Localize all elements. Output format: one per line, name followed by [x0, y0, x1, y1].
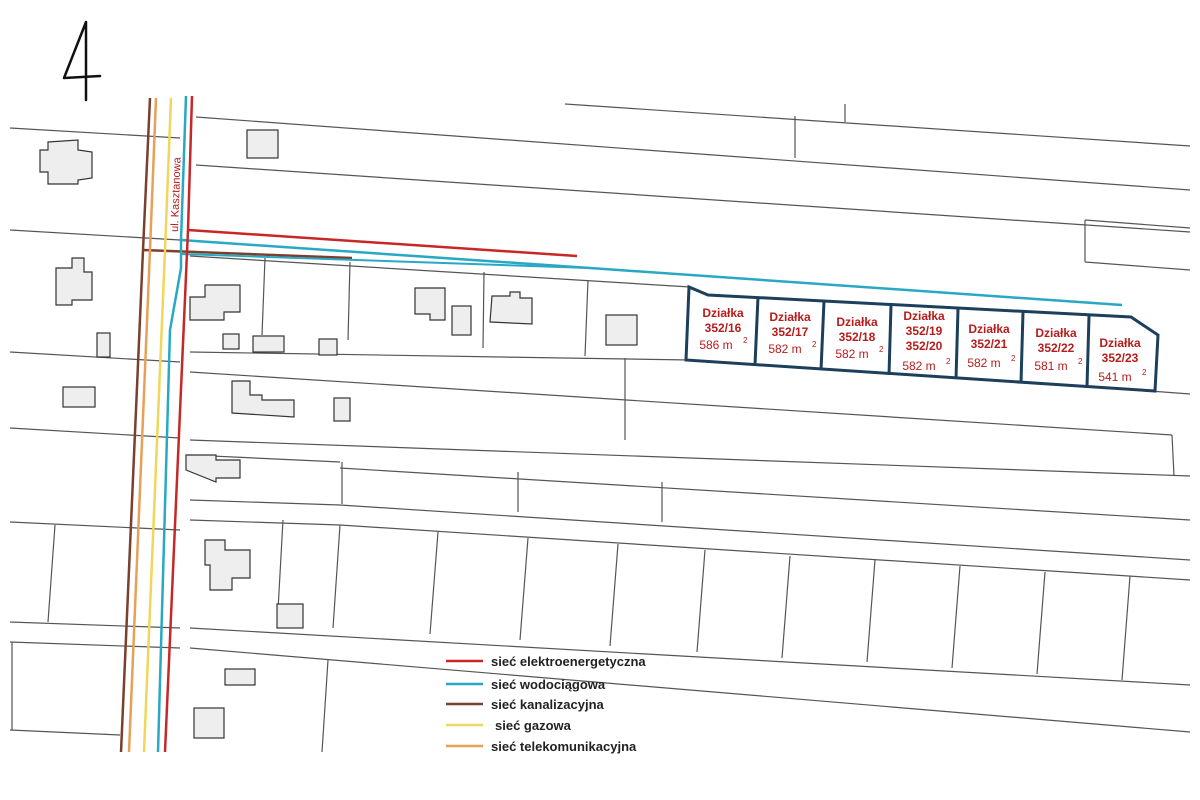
plot-area: 541 m	[1098, 370, 1131, 384]
cadastral-lines	[9, 103, 1191, 753]
plot-area: 586 m	[699, 338, 732, 352]
plot-area-sup: 2	[946, 357, 951, 366]
plot-352-19-20[interactable]: Działka 352/19 352/20 582 m 2	[902, 309, 951, 373]
legend-label-electric: sieć elektroenergetyczna	[491, 654, 646, 669]
plots-outline	[684, 284, 1160, 393]
plot-area: 582 m	[967, 356, 1000, 370]
plots-group: Działka 352/16 586 m 2 Działka 352/17 58…	[684, 284, 1160, 393]
sheet-number-text: 4	[0, 0, 1, 1]
plot-title: Działka	[769, 310, 811, 324]
gas-line-vertical	[142, 97, 173, 753]
plot-352-18[interactable]: Działka 352/18 582 m 2	[835, 315, 884, 361]
plot-area-sup: 2	[1011, 354, 1016, 363]
plot-number: 352/22	[1038, 341, 1075, 355]
plot-area: 582 m	[835, 347, 868, 361]
plot-title: Działka	[836, 315, 878, 329]
plot-352-23[interactable]: Działka 352/23 541 m 2	[1098, 336, 1147, 384]
plot-number: 352/23	[1102, 351, 1139, 365]
plot-area-sup: 2	[1142, 368, 1147, 377]
water-line-branch-2	[180, 253, 591, 269]
street-label: ul. Kasztanowa	[169, 156, 184, 232]
plot-area-sup: 2	[812, 340, 817, 349]
plot-352-17[interactable]: Działka 352/17 582 m 2	[768, 310, 817, 356]
plot-352-16[interactable]: Działka 352/16 586 m 2	[699, 306, 748, 352]
sheet-number: 4	[0, 0, 102, 102]
plot-title: Działka	[1099, 336, 1141, 350]
plot-title: Działka	[702, 306, 744, 320]
plot-title: Działka	[903, 309, 945, 323]
legend-item-telecom: sieć telekomunikacyjna	[446, 739, 637, 754]
plot-number: 352/18	[839, 330, 876, 344]
legend-item-sewer: sieć kanalizacyjna	[446, 697, 605, 712]
legend-label-water: sieć wodociągowa	[491, 677, 606, 692]
water-line-branch	[180, 238, 1123, 307]
plot-area-sup: 2	[743, 336, 748, 345]
plot-number-2: 352/20	[906, 339, 943, 353]
legend-label-telecom: sieć telekomunikacyjna	[491, 739, 637, 754]
plot-title: Działka	[968, 322, 1010, 336]
sewer-line-vertical	[119, 97, 152, 753]
legend-label-gas: sieć gazowa	[495, 718, 572, 733]
plot-number: 352/17	[772, 325, 809, 339]
plot-area-sup: 2	[1078, 357, 1083, 366]
utility-lines	[119, 95, 1123, 753]
legend-item-water: sieć wodociągowa	[446, 677, 606, 692]
legend-item-gas: sieć gazowa	[446, 718, 572, 733]
plot-number: 352/21	[971, 337, 1008, 351]
plot-area: 582 m	[902, 359, 935, 373]
plot-area-sup: 2	[879, 345, 884, 354]
plot-number: 352/19	[906, 324, 943, 338]
legend: sieć elektroenergetyczna sieć wodociągow…	[446, 654, 646, 754]
buildings	[39, 129, 638, 739]
plot-number: 352/16	[705, 321, 742, 335]
legend-label-sewer: sieć kanalizacyjna	[491, 697, 605, 712]
plot-area: 581 m	[1034, 359, 1067, 373]
telecom-line-vertical	[127, 97, 158, 753]
plot-352-22[interactable]: Działka 352/22 581 m 2	[1034, 326, 1083, 373]
water-line-vertical	[156, 95, 188, 753]
plot-area: 582 m	[768, 342, 801, 356]
plot-title: Działka	[1035, 326, 1077, 340]
plot-352-21[interactable]: Działka 352/21 582 m 2	[967, 322, 1016, 370]
sewer-line-branch	[142, 248, 353, 260]
electric-line-branch	[187, 228, 578, 258]
legend-item-electric: sieć elektroenergetyczna	[446, 654, 646, 669]
